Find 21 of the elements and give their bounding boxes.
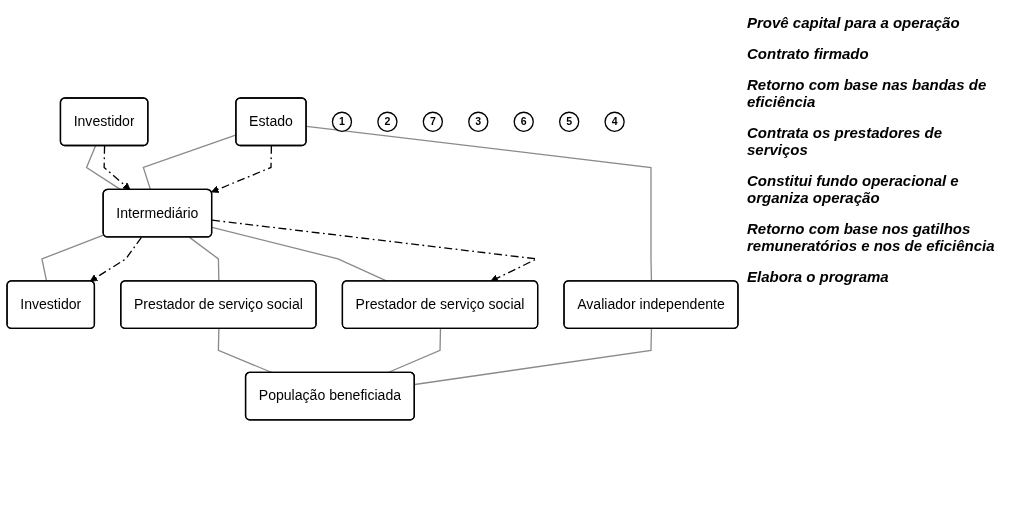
arrow [89,236,143,282]
node-circle: 4 [604,111,625,132]
annotation-text: Constitui fundo operacional e organiza operação [747,172,960,206]
node-circle: 1 [331,111,353,132]
node-circle: 7 [422,111,444,132]
connector [41,233,105,282]
arrow [103,144,131,190]
node-circle: 2 [377,111,398,132]
annotation-text: Provê capital para a operação [747,14,961,31]
node-circle: 6 [513,111,534,132]
connector [414,327,653,385]
annotation-text: Contrato firmado [747,45,870,62]
node-circle: 3 [468,111,489,132]
node-circle: 5 [558,111,580,132]
annotation-text: Retorno com base nos gatilhos remuneratórios e nos de eficiência [747,220,996,254]
annotation-text: Contrata os prestadores de serviços [747,124,944,158]
arrow [211,144,273,193]
annotation-text: Retorno com base nas bandas de eficiência [747,76,988,110]
connector [188,236,220,282]
annotation-text: Elabora o programa [747,268,890,285]
connector [85,144,122,191]
